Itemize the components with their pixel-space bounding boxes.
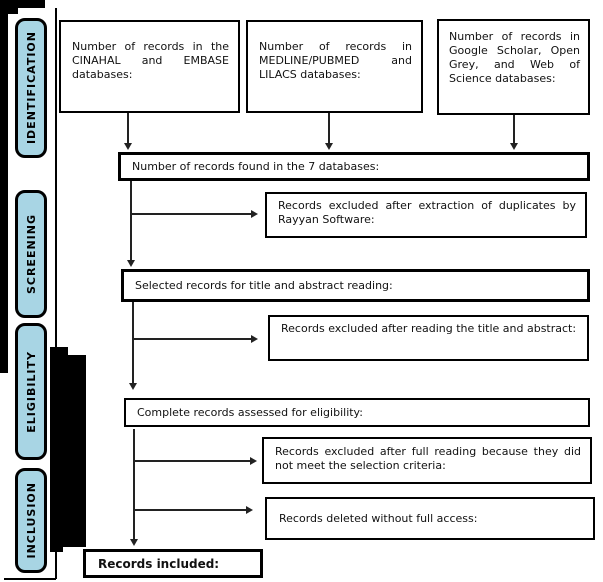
connector-line: [130, 181, 132, 262]
stage-label: ELIGIBILITY: [24, 350, 38, 433]
frame-line-left: [55, 8, 57, 579]
ink-mark-top-step: [8, 8, 18, 14]
ink-blot-left: [50, 355, 86, 547]
stage-label: IDENTIFICATION: [24, 31, 38, 145]
connector-line: [127, 113, 129, 145]
connector-line: [513, 115, 515, 145]
box-records-medline-lilacs: Number of records in MEDLINE/PUBMED and …: [246, 20, 423, 113]
ink-bar-left: [0, 0, 8, 373]
connector-line: [133, 509, 247, 511]
box-records-google-opengrey-wos: Number of records in Google Scholar, Ope…: [437, 19, 590, 115]
stage-label: INCLUSION: [24, 482, 38, 559]
connector-line: [133, 460, 251, 462]
connector-line: [133, 429, 135, 541]
connector-line: [132, 338, 252, 340]
arrowhead-down-icon: [128, 383, 137, 390]
frame-line-bottom: [4, 578, 56, 580]
arrowhead-down-icon: [123, 143, 132, 150]
ink-blot-tab-bottom: [50, 547, 63, 552]
stage-eligibility: ELIGIBILITY: [15, 323, 47, 460]
arrowhead-right-icon: [251, 334, 258, 343]
arrowhead-down-icon: [129, 539, 138, 546]
arrowhead-right-icon: [251, 209, 258, 218]
box-records-cinahal-embase: Number of records in the CINAHAL and EMB…: [59, 20, 240, 113]
arrowhead-down-icon: [509, 143, 518, 150]
arrowhead-right-icon: [250, 456, 257, 465]
box-excluded-full-reading: Records excluded after full reading beca…: [262, 437, 592, 484]
stage-screening: SCREENING: [15, 190, 47, 318]
connector-line: [132, 302, 134, 385]
box-deleted-no-full-access: Records deleted without full access:: [265, 497, 595, 540]
stage-identification: IDENTIFICATION: [15, 18, 47, 158]
arrowhead-down-icon: [324, 143, 333, 150]
connector-line: [130, 213, 252, 215]
box-selected-title-abstract: Selected records for title and abstract …: [121, 269, 590, 302]
ink-blot-tab-top: [50, 347, 68, 357]
arrowhead-right-icon: [246, 505, 253, 514]
box-excluded-duplicates-rayyan: Records excluded after extraction of dup…: [265, 192, 587, 238]
box-records-found-total: Number of records found in the 7 databas…: [118, 152, 590, 181]
box-assessed-eligibility: Complete records assessed for eligibilit…: [124, 398, 590, 427]
box-excluded-title-abstract: Records excluded after reading the title…: [268, 315, 589, 361]
ink-mark-top: [0, 0, 45, 8]
box-records-included: Records included:: [83, 549, 263, 578]
arrowhead-down-icon: [126, 260, 135, 267]
connector-line: [328, 113, 330, 145]
stage-inclusion: INCLUSION: [15, 468, 47, 573]
stage-label: SCREENING: [24, 213, 38, 295]
